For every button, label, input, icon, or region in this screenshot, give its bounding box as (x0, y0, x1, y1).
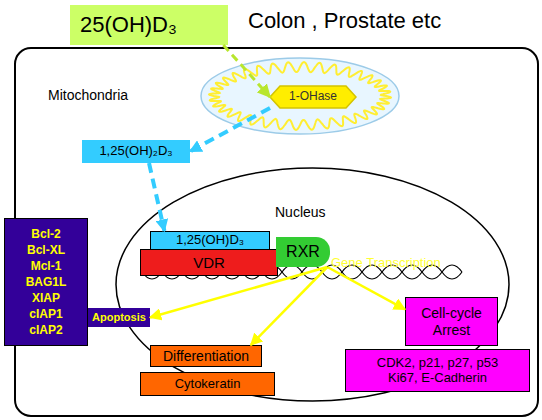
node-text: RXR (286, 243, 320, 261)
node-text: Differentiation (163, 348, 249, 364)
node-text: Mcl-1 (31, 258, 62, 274)
metabolite-box: 1,25(OH)₂D₃ (82, 140, 190, 163)
node-text: Bcl-2 (31, 226, 60, 242)
connector-arrow (327, 267, 405, 309)
node-text: VDR (193, 254, 225, 271)
node-text: Apoptosis (92, 311, 146, 324)
connector-arrow (251, 267, 327, 345)
node-text: 1,25(OH)D₃ (176, 233, 244, 248)
partner-receptor-box: RXR (276, 237, 330, 267)
mitochondria-ellipse: Mitochondria1-OHase (200, 57, 400, 135)
outcome-box: Cell-cycle Arrest (405, 297, 498, 346)
outcome-box: Apoptosis (88, 308, 150, 327)
enzyme-hexagon-shape (270, 86, 356, 108)
ligand-box: 1,25(OH)D₃ (150, 231, 270, 250)
node-text: CDK2, p21, p27, p53 Ki67, E-Cadherin (363, 356, 513, 386)
node-text: Cell-cycle Arrest (406, 305, 497, 337)
free-label: Gene Transcription (331, 255, 441, 270)
receptor-box: VDR (140, 249, 278, 276)
marker-box: CDK2, p21, p27, p53 Ki67, E-Cadherin (345, 349, 530, 392)
node-text: 1,25(OH)₂D₃ (99, 144, 172, 159)
node-text: cIAP2 (29, 322, 62, 338)
node-text: XIAP (32, 290, 60, 306)
outcome-box: Differentiation (150, 345, 262, 367)
node-text: 25(OH)D₃ (80, 12, 177, 37)
diagram-title: Colon , Prostate etc (248, 8, 441, 34)
source-box: 25(OH)D₃ (70, 5, 228, 45)
cell-outline (15, 48, 538, 416)
node-text: cIAP1 (29, 306, 62, 322)
mitochondria-ellipse-shape (201, 58, 399, 134)
node-text: Bcl-XL (27, 242, 65, 258)
node-text: BAG1L (26, 274, 67, 290)
marker-box: Cytokeratin (140, 372, 275, 396)
protein-list-box: Bcl-2Bcl-XLMcl-1BAG1LXIAPcIAP1cIAP2 (4, 218, 88, 346)
enzyme-hexagon: 1-OHase (270, 86, 356, 108)
node-text: Cytokeratin (175, 377, 241, 392)
node-text: Nucleus (275, 204, 326, 220)
connector-arrow (149, 163, 164, 231)
node-text: 1-OHase (289, 90, 337, 104)
node-text: Mitochondria (48, 87, 128, 103)
